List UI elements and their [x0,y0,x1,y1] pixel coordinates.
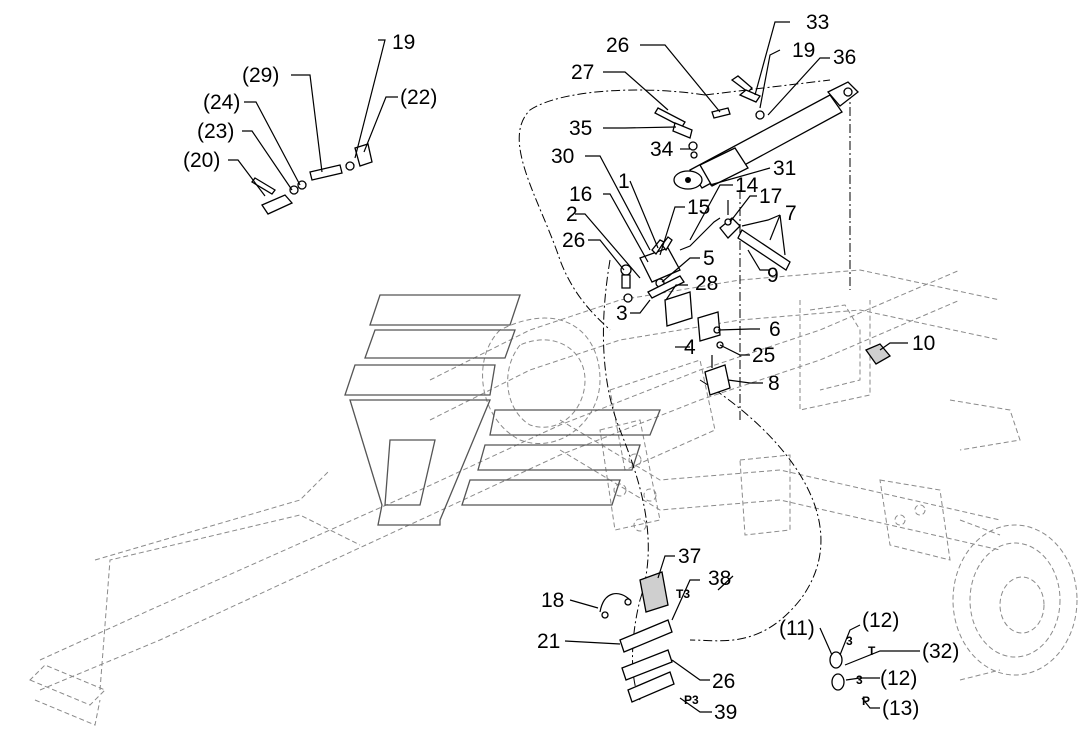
pin-8-nut-10 [704,343,891,396]
couplers [599,571,845,703]
marker-t-small: T [868,644,876,658]
label-28: 28 [695,272,718,295]
label-38: 38 [708,567,731,590]
label-32: (32) [922,640,959,663]
label-16: 16 [569,183,592,206]
label-22: (22) [400,86,437,109]
label-19-upper-left: 19 [392,31,415,54]
marker-p-small: P [862,694,870,708]
label-36: 36 [833,46,856,69]
marker-p3: P3 [684,693,699,707]
upper-left-fitting [251,143,373,215]
label-34: 34 [650,138,674,161]
label-1: 1 [618,170,630,193]
label-33: 33 [806,11,829,34]
label-20: (20) [183,149,220,172]
label-9: 9 [767,264,779,287]
small-markers: T3 P3 3 T 3 P [676,587,876,708]
label-19-right: 19 [792,39,815,62]
label-35: 35 [569,117,592,140]
label-31: 31 [773,157,796,180]
label-29: (29) [242,64,279,87]
pin-bracket-spring [679,200,791,271]
label-17: 17 [759,185,782,208]
label-26-bottom: 26 [712,670,735,693]
label-27: 27 [571,61,594,84]
label-12-upper: (12) [862,609,899,632]
label-26-mid: 26 [562,229,585,252]
plates-28-25 [664,291,724,349]
label-13: (13) [882,697,919,720]
label-10: 10 [912,332,935,355]
label-23: (23) [197,120,234,143]
label-26-top: 26 [606,34,629,57]
hitch-plate-ghost [344,294,661,526]
label-8: 8 [768,372,780,395]
label-15: 15 [687,196,710,219]
label-14: 14 [735,174,759,197]
label-30: 30 [551,145,574,168]
label-6: 6 [769,318,781,341]
label-7: 7 [785,202,797,225]
marker-t3: T3 [676,587,690,601]
label-5: 5 [703,247,715,270]
leader-lines [228,21,920,713]
label-11: (11) [779,617,815,640]
label-12-lower: (12) [880,667,917,690]
label-39: 39 [714,701,737,724]
fittings-27-35-34 [654,107,765,159]
marker-3-upper: 3 [846,634,853,648]
hydraulic-cylinder [673,75,859,190]
callout-labels: 19 (29) (24) (22) (23) (20) 26 33 27 19 … [183,11,959,724]
label-21: 21 [537,630,560,653]
label-3: 3 [616,302,628,325]
label-37: 37 [678,545,701,568]
label-25: 25 [752,344,775,367]
label-18: 18 [541,589,564,612]
label-4: 4 [684,336,696,359]
label-2: 2 [566,203,578,226]
valve-block [620,236,685,303]
marker-3-lower: 3 [856,673,863,687]
label-24: (24) [203,91,240,114]
